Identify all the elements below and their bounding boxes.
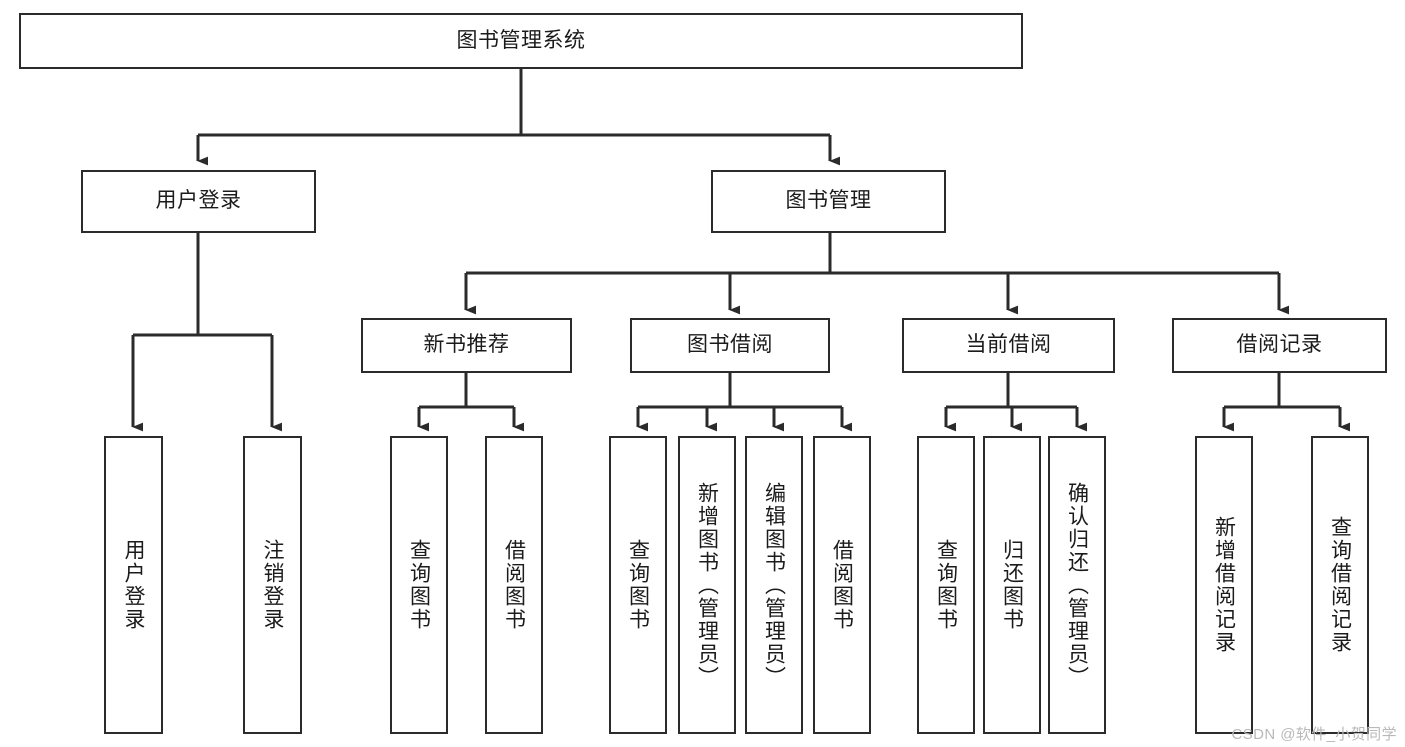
node-leaf-add-borrow-record-label: 新增借阅记录 xyxy=(1212,516,1236,654)
node-leaf-return-book[interactable]: 归还图书 xyxy=(983,436,1041,734)
node-leaf-query-book-1[interactable]: 查询图书 xyxy=(390,436,448,734)
node-current-borrow-label: 当前借阅 xyxy=(965,333,1052,357)
node-book-manage-label: 图书管理 xyxy=(785,189,872,213)
node-leaf-add-borrow-record[interactable]: 新增借阅记录 xyxy=(1195,436,1253,734)
node-new-book-recommend-label: 新书推荐 xyxy=(423,333,510,357)
node-leaf-borrow-book-2[interactable]: 借阅图书 xyxy=(813,436,871,734)
node-leaf-add-book[interactable]: 新增图书（管理员） xyxy=(678,436,736,734)
node-leaf-edit-book[interactable]: 编辑图书（管理员） xyxy=(745,436,803,734)
node-leaf-query-borrow-record[interactable]: 查询借阅记录 xyxy=(1311,436,1369,734)
node-leaf-query-book-2[interactable]: 查询图书 xyxy=(609,436,667,734)
node-leaf-borrow-book-1[interactable]: 借阅图书 xyxy=(485,436,543,734)
node-leaf-edit-book-label: 编辑图书（管理员） xyxy=(762,481,786,689)
node-current-borrow[interactable]: 当前借阅 xyxy=(902,318,1115,373)
node-leaf-query-book-1-label: 查询图书 xyxy=(407,539,431,631)
node-leaf-user-login[interactable]: 用户登录 xyxy=(104,436,163,734)
node-root-label: 图书管理系统 xyxy=(456,28,586,52)
node-leaf-borrow-book-1-label: 借阅图书 xyxy=(502,539,526,631)
node-user-login-label: 用户登录 xyxy=(155,189,242,213)
node-leaf-borrow-book-2-label: 借阅图书 xyxy=(830,539,854,631)
node-leaf-query-borrow-record-label: 查询借阅记录 xyxy=(1328,516,1352,654)
node-user-login[interactable]: 用户登录 xyxy=(81,170,316,233)
node-leaf-query-book-3-label: 查询图书 xyxy=(934,539,958,631)
node-leaf-query-book-2-label: 查询图书 xyxy=(626,539,650,631)
node-leaf-query-book-3[interactable]: 查询图书 xyxy=(917,436,975,734)
node-leaf-add-book-label: 新增图书（管理员） xyxy=(695,481,719,689)
node-leaf-return-book-label: 归还图书 xyxy=(1000,539,1024,631)
node-leaf-confirm-return-label: 确认归还（管理员） xyxy=(1065,481,1089,689)
node-leaf-confirm-return[interactable]: 确认归还（管理员） xyxy=(1048,436,1106,734)
node-book-borrow-label: 图书借阅 xyxy=(687,333,773,357)
node-leaf-user-logout[interactable]: 注销登录 xyxy=(243,436,302,734)
node-leaf-user-logout-label: 注销登录 xyxy=(261,539,284,631)
csdn-watermark: CSDN @软件_小贺同学 xyxy=(1231,726,1397,743)
node-leaf-user-login-label: 用户登录 xyxy=(122,539,145,631)
node-book-borrow[interactable]: 图书借阅 xyxy=(630,318,830,373)
node-book-manage[interactable]: 图书管理 xyxy=(711,170,946,233)
node-new-book-recommend[interactable]: 新书推荐 xyxy=(361,318,572,373)
node-borrow-record[interactable]: 借阅记录 xyxy=(1172,318,1387,373)
node-root[interactable]: 图书管理系统 xyxy=(19,13,1023,69)
node-borrow-record-label: 借阅记录 xyxy=(1236,333,1323,357)
